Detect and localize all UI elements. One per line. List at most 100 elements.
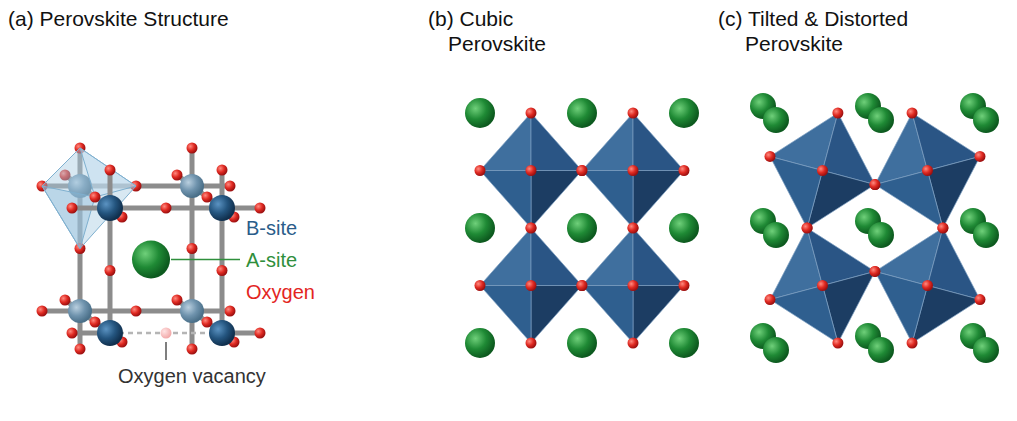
oxygen-atom xyxy=(255,328,266,339)
oxygen-atom xyxy=(255,203,266,214)
oxygen-atom xyxy=(526,223,537,234)
oxygen-atom xyxy=(937,223,948,234)
a-site-atom xyxy=(763,337,789,363)
b-site-atom xyxy=(209,320,235,346)
oxygen-atom xyxy=(67,203,78,214)
oxygen-atom xyxy=(832,338,843,349)
leader-line xyxy=(171,259,240,261)
octahedron-face xyxy=(633,228,684,286)
oxygen-atom xyxy=(765,294,776,305)
panel-title: (b) Cubic Perovskite xyxy=(428,6,578,56)
a-site-atom xyxy=(465,213,495,243)
octahedron-face xyxy=(633,171,684,229)
oxygen-atom xyxy=(225,181,236,192)
a-site-atom xyxy=(132,241,170,279)
octahedron-face xyxy=(42,148,136,249)
octahedron-face xyxy=(770,156,823,228)
a-site-atom xyxy=(465,98,495,128)
oxygen-atom xyxy=(225,306,236,317)
oxygen-atom xyxy=(172,295,183,306)
octahedron-face xyxy=(582,228,633,286)
oxygen-atom xyxy=(832,108,843,119)
octahedron-face xyxy=(531,113,582,171)
oxygen-atom xyxy=(187,243,198,254)
b-site-atom xyxy=(68,299,92,323)
oxygen-atom xyxy=(526,165,537,176)
octahedron xyxy=(475,223,588,349)
oxygen-atom xyxy=(870,179,881,190)
oxygen-atom xyxy=(802,223,813,234)
oxygen-atom xyxy=(870,179,881,190)
octahedron-face xyxy=(633,286,684,344)
oxygen-atom xyxy=(475,280,486,291)
a-site-atom xyxy=(763,222,789,248)
octahedron-face xyxy=(480,171,531,229)
oxygen-atom xyxy=(922,280,933,291)
oxygen-atom xyxy=(161,203,172,214)
oxygen-atom xyxy=(577,165,588,176)
oxygen-atom xyxy=(628,338,639,349)
oxygen-atom xyxy=(679,165,690,176)
a-site-atom xyxy=(567,98,597,128)
oxygen-atom xyxy=(628,165,639,176)
a-site-atom xyxy=(763,107,789,133)
a-site-atom xyxy=(669,98,699,128)
b-site-atom xyxy=(180,174,204,198)
octahedron xyxy=(577,108,690,234)
oxygen-atom xyxy=(105,265,116,276)
oxygen-atom xyxy=(90,192,101,203)
oxygen-atom xyxy=(526,223,537,234)
octahedron-face xyxy=(531,286,582,344)
oxygen-atom xyxy=(577,280,588,291)
oxygen-atom xyxy=(577,280,588,291)
oxygen-atom xyxy=(202,192,213,203)
a-site-atom xyxy=(973,337,999,363)
a-site-atom xyxy=(973,222,999,248)
a-site-atom xyxy=(973,107,999,133)
oxygen-atom xyxy=(765,151,776,162)
a-site-atom xyxy=(669,328,699,358)
octahedron-face xyxy=(480,286,531,344)
octahedron-face xyxy=(875,171,943,229)
b-site-atom xyxy=(97,320,123,346)
oxygen-atom xyxy=(67,328,78,339)
oxygen-atom xyxy=(679,280,690,291)
oxygen-atom xyxy=(187,344,198,355)
oxygen-atom xyxy=(628,280,639,291)
oxygen-atom xyxy=(187,143,198,154)
cubic-lattice xyxy=(465,98,699,358)
oxygen-atom xyxy=(937,223,948,234)
octahedron-face xyxy=(770,286,838,344)
a-site-atom xyxy=(868,222,894,248)
octahedron-face xyxy=(633,113,684,171)
oxygen-atom xyxy=(90,317,101,328)
a-site-atom xyxy=(465,328,495,358)
vacancy-label: Oxygen vacancy xyxy=(118,364,266,388)
oxygen-atom xyxy=(526,280,537,291)
oxygen-atom xyxy=(37,306,48,317)
site-label: B-site xyxy=(246,216,297,240)
oxygen-atom xyxy=(628,223,639,234)
oxygen-atom xyxy=(577,165,588,176)
octahedron xyxy=(577,223,690,349)
a-site-atom xyxy=(868,107,894,133)
octahedron-face xyxy=(42,186,95,249)
octahedron-face xyxy=(582,113,633,171)
octahedron-face xyxy=(480,228,531,286)
site-label: Oxygen xyxy=(246,280,315,304)
octahedron-face xyxy=(531,228,582,286)
oxygen-atom xyxy=(817,280,828,291)
site-label: A-site xyxy=(246,248,297,272)
octahedron-face xyxy=(531,171,582,229)
tilted-lattice xyxy=(750,93,999,363)
oxygen-atom xyxy=(526,108,537,119)
oxygen-vacancy xyxy=(161,328,172,339)
panel-title: (a) Perovskite Structure xyxy=(8,6,229,31)
oxygen-atom xyxy=(60,295,71,306)
oxygen-atom xyxy=(817,165,828,176)
oxygen-atom xyxy=(907,108,918,119)
oxygen-atom xyxy=(975,294,986,305)
octahedron-face xyxy=(582,286,633,344)
oxygen-atom xyxy=(802,223,813,234)
